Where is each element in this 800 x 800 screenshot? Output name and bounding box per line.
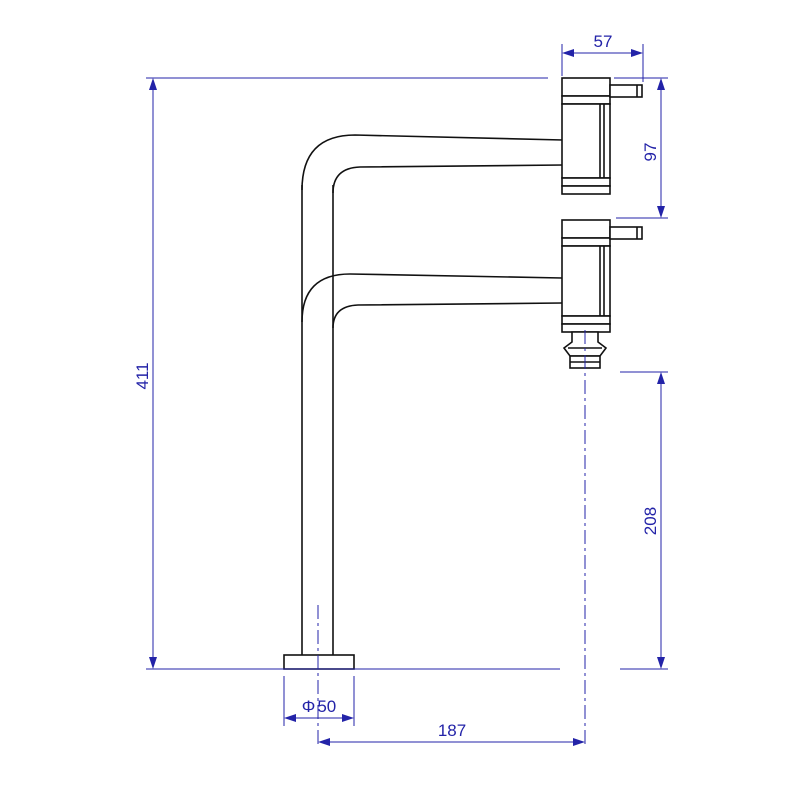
lower-lever-handle bbox=[609, 226, 643, 240]
dimension-lines: 411 57 97 208 bbox=[133, 32, 668, 746]
faucet-body bbox=[283, 77, 643, 670]
dimension-text-total-height: 411 bbox=[133, 362, 152, 389]
dimension-text-reach: 187 bbox=[438, 721, 466, 740]
upper-lever-handle bbox=[609, 84, 643, 98]
faucet-column bbox=[301, 185, 334, 655]
diameter-symbol: Φ bbox=[302, 697, 316, 716]
diameter-value: 50 bbox=[317, 697, 336, 716]
dimension-text-outlet-height: 208 bbox=[641, 507, 660, 535]
center-lines bbox=[317, 330, 586, 745]
dimension-text-upper-spout-height: 97 bbox=[641, 143, 660, 162]
upper-valve-head bbox=[561, 77, 611, 195]
upper-spout-arm bbox=[301, 134, 567, 194]
dimension-total-height: 411 bbox=[133, 77, 560, 670]
dimension-reach: 187 bbox=[318, 721, 585, 746]
lower-spout-arm bbox=[301, 273, 566, 329]
dimension-outlet-height: 208 bbox=[620, 371, 668, 670]
dimension-upper-spout-height: 97 bbox=[614, 77, 668, 219]
dimension-text-lever-width: 57 bbox=[594, 32, 613, 51]
lower-valve-head bbox=[561, 219, 611, 333]
dimension-lever-width: 57 bbox=[561, 32, 644, 82]
base-flange bbox=[283, 654, 355, 670]
